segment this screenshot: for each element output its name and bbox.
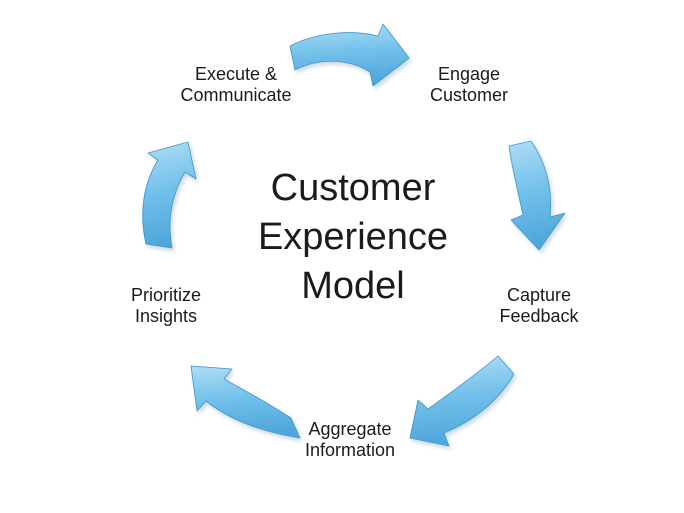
arrow-aggregate-to-prioritize-icon <box>190 365 301 439</box>
step-label-line: Insights <box>134 306 198 326</box>
arrow-capture-to-aggregate-icon <box>409 355 515 447</box>
step-label-capture-feedback: Capture Feedback <box>459 285 619 327</box>
step-label-line: Capture <box>506 285 572 305</box>
step-label-aggregate-information: Aggregate Information <box>260 419 440 461</box>
step-label-prioritize-insights: Prioritize Insights <box>86 285 246 327</box>
diagram-title-line-1: Customer <box>270 167 436 209</box>
diagram-title: Customer Experience Model <box>223 164 483 311</box>
step-label-line: Engage <box>437 64 501 84</box>
diagram-title-line-3: Model <box>301 265 405 307</box>
step-label-line: Feedback <box>499 306 579 326</box>
step-label-execute-communicate: Execute & Communicate <box>136 64 336 106</box>
diagram-title-line-2: Experience <box>257 216 449 258</box>
step-label-line: Execute & <box>194 64 278 84</box>
arrow-execute-to-engage-icon <box>289 23 410 87</box>
step-label-line: Prioritize <box>130 285 201 305</box>
step-label-engage-customer: Engage Customer <box>389 64 549 106</box>
step-label-line: Communicate <box>180 85 292 105</box>
arrow-engage-to-capture-icon <box>508 140 566 251</box>
step-label-line: Aggregate <box>308 419 392 439</box>
step-label-line: Information <box>304 440 396 460</box>
step-label-line: Customer <box>429 85 509 105</box>
arrow-prioritize-to-execute-icon <box>142 141 197 249</box>
